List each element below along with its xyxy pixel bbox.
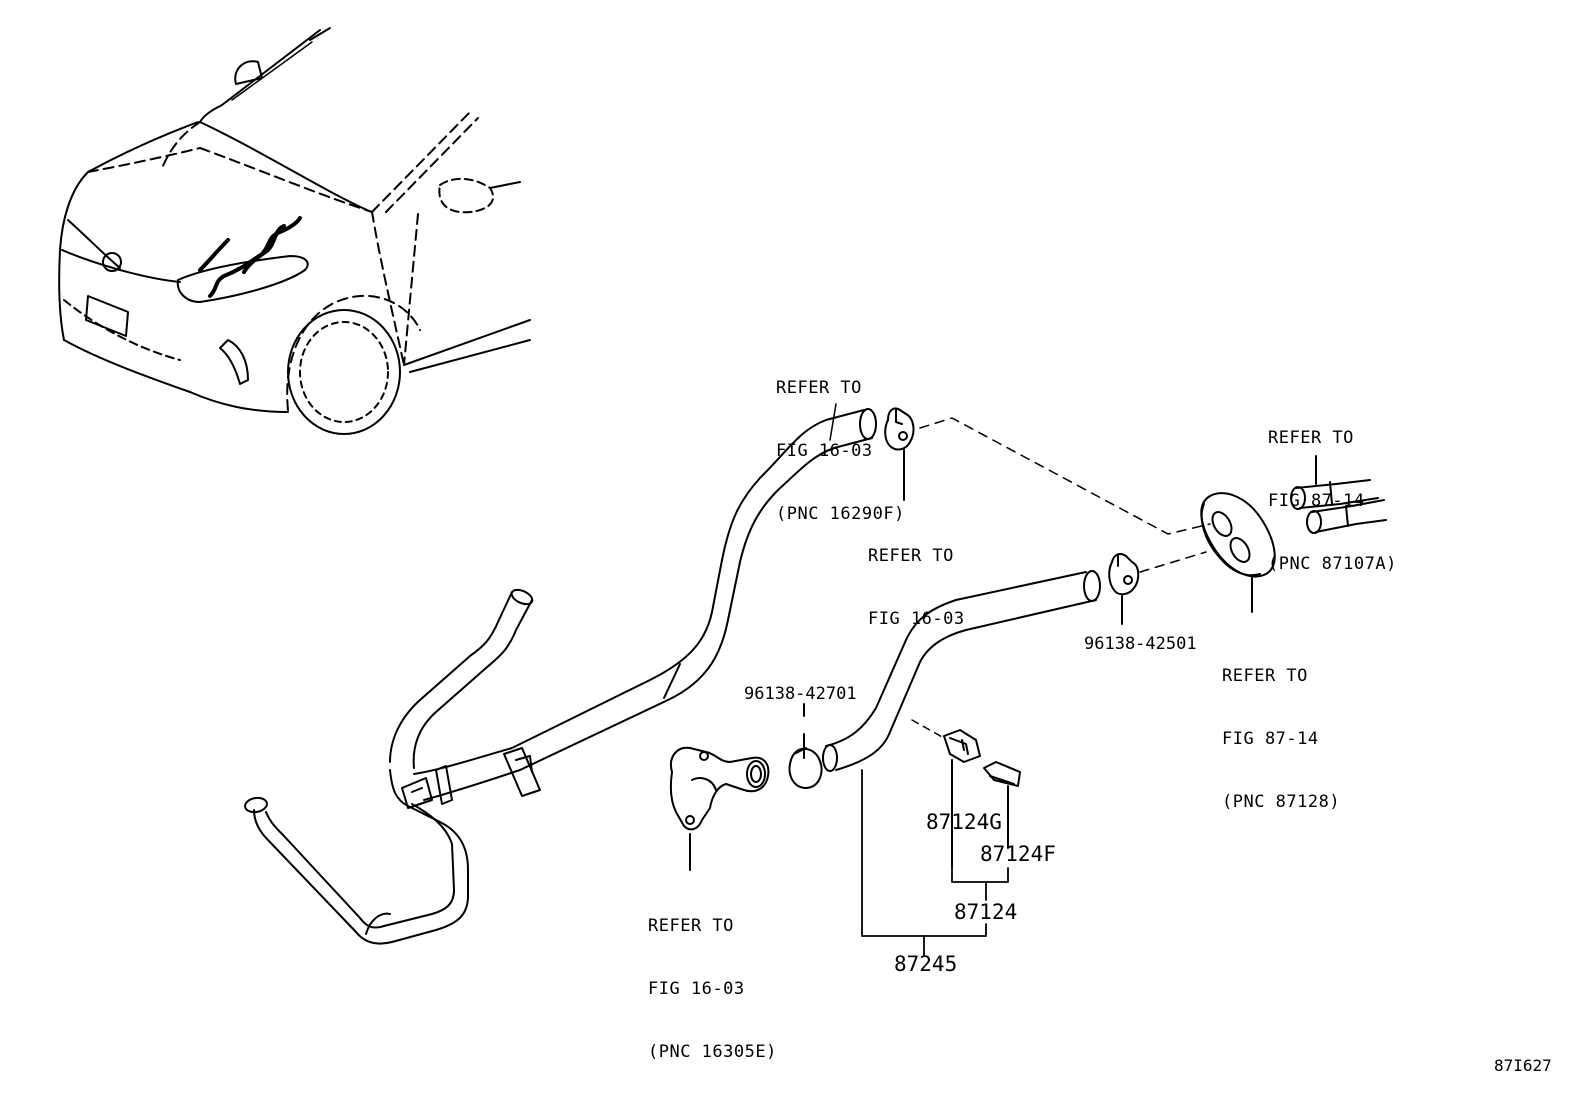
ref-line: FIG 16-03 [648, 979, 745, 999]
ref-line: REFER TO [1222, 666, 1308, 686]
ref-label-clamp-upper: REFER TO FIG 16-03 [868, 504, 965, 672]
part-number-96138-42701: 96138-42701 [744, 684, 857, 704]
dashed-leader-upper [919, 417, 1211, 535]
ref-label-16290F: REFER TO FIG 16-03 (PNC 16290F) [776, 336, 905, 567]
ref-line: (PNC 16305E) [648, 1042, 777, 1062]
ref-label-16305E: REFER TO FIG 16-03 (PNC 16305E) [648, 874, 777, 1099]
ref-line: (PNC 16290F) [776, 504, 905, 524]
ref-label-87107A: REFER TO FIG 87-14 (PNC 87107A) [1268, 386, 1397, 617]
dashed-leader-clip [911, 719, 945, 739]
ref-line: REFER TO [648, 916, 734, 936]
ref-line: REFER TO [868, 546, 954, 566]
hose-clamp-96138-42701 [788, 703, 823, 789]
ref-label-87128: REFER TO FIG 87-14 (PNC 87128) [1222, 624, 1340, 855]
grommet-87128 [1200, 492, 1276, 613]
hose-clamp-upper [884, 407, 915, 501]
figure-id: 87I627 [1494, 1056, 1552, 1075]
clip-87124G [943, 729, 981, 867]
water-outlet-16305E [669, 746, 770, 871]
ref-line: FIG 87-14 [1222, 729, 1319, 749]
ref-line: REFER TO [1268, 428, 1354, 448]
ref-line: FIG 16-03 [868, 609, 965, 629]
vehicle-front-illustration [58, 27, 531, 435]
heater-pipes-87107A [1290, 455, 1387, 534]
ref-line: FIG 87-14 [1268, 491, 1365, 511]
part-number-bracket-lines [861, 769, 1009, 957]
clip-87124F [983, 761, 1021, 849]
heater-hose-87245 [822, 570, 1101, 772]
part-number-96138-42501: 96138-42501 [1084, 634, 1197, 654]
hose-clamp-96138-42501 [1108, 553, 1140, 625]
dashed-leader-right [1139, 551, 1207, 573]
ref-line: (PNC 87128) [1222, 792, 1341, 812]
part-number-87124: 87124 [954, 900, 1018, 924]
ref-line: (PNC 87107A) [1268, 554, 1397, 574]
ref-line: REFER TO [776, 378, 862, 398]
part-number-87245: 87245 [894, 952, 958, 976]
main-heater-hose-left [244, 408, 877, 945]
part-number-87124G: 87124G [926, 810, 1002, 834]
ref-line: FIG 16-03 [776, 441, 873, 461]
part-number-87124F: 87124F [980, 842, 1056, 866]
leader-16290F [829, 403, 837, 441]
